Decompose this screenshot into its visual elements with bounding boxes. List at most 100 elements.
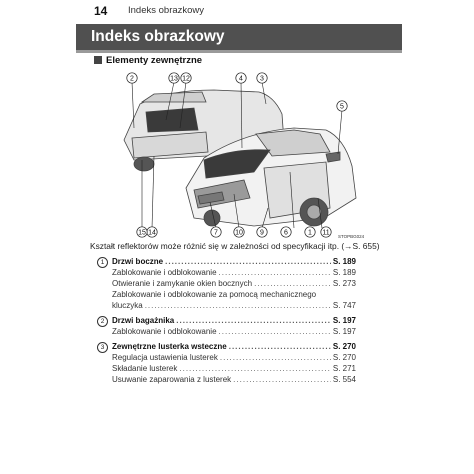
callout-number: 12 xyxy=(182,75,190,82)
callout-circle xyxy=(180,72,192,84)
running-header-title: Indeks obrazkowy xyxy=(128,5,205,16)
callout-number: 13 xyxy=(170,75,178,82)
sub-entry-row[interactable]: Zablokowanie i odblokowanie.............… xyxy=(94,326,356,337)
callout-15: 15 xyxy=(136,226,148,238)
callout-lines xyxy=(131,81,343,229)
callout-14: 14 xyxy=(146,226,158,238)
entry-title-row[interactable]: Zewnętrzne lusterka wsteczne............… xyxy=(94,341,356,352)
entry-page-ref: S. 189 xyxy=(332,257,356,266)
callout-number: 3 xyxy=(260,75,264,82)
callout-number: 1 xyxy=(308,229,312,236)
sub-entry-text: Otwieranie i zamykanie okien bocznych xyxy=(112,279,253,288)
callout-11: 11 xyxy=(320,226,332,238)
callout-9: 9 xyxy=(256,226,268,238)
callout-circle xyxy=(210,226,222,238)
callout-number: 10 xyxy=(235,229,243,236)
sub-entry-row[interactable]: kluczyka................................… xyxy=(94,300,356,311)
sub-entry-page-ref: S. 271 xyxy=(332,364,356,373)
sub-entry-text: Zablokowanie i odblokowanie xyxy=(112,327,217,336)
sub-entry-row[interactable]: Regulacja ustawienia lusterek...........… xyxy=(94,352,356,363)
leader-dots: ........................................… xyxy=(144,301,331,310)
entry-title-row[interactable]: Drzwi boczne............................… xyxy=(94,256,356,267)
leader-dots: ........................................… xyxy=(219,353,331,362)
section-title: Elementy zewnętrzne xyxy=(106,55,203,66)
callout-3: 3 xyxy=(256,72,268,84)
callout-number: 9 xyxy=(260,229,264,236)
sub-entry-text: kluczyka xyxy=(112,301,143,310)
chapter-title: Indeks obrazkowy xyxy=(91,28,225,45)
figure-code: STOPBG024 xyxy=(338,234,365,239)
sub-entry-text: Zablokowanie i odblokowanie za pomocą me… xyxy=(112,290,317,299)
sub-entry-page-ref: S. 189 xyxy=(332,268,356,277)
callout-circle xyxy=(336,100,348,112)
entry-title-row[interactable]: Drzwi bagażnika.........................… xyxy=(94,315,356,326)
sub-entry-page-ref: S. 554 xyxy=(332,375,356,384)
callout-circle xyxy=(233,226,245,238)
figure-caption: Kształt reflektorów może różnić się w za… xyxy=(90,241,380,251)
callout-circle xyxy=(136,226,148,238)
sub-entry-text: Składanie lusterek xyxy=(112,364,178,373)
leader-dots: ........................................… xyxy=(179,364,331,373)
sub-entry-page-ref: S. 273 xyxy=(332,279,356,288)
callout-circle xyxy=(320,226,332,238)
leader-dots: ........................................… xyxy=(176,316,331,325)
sub-entry-row[interactable]: Otwieranie i zamykanie okien bocznych...… xyxy=(94,278,356,289)
sub-entry-row[interactable]: Zablokowanie i odblokowanie.............… xyxy=(94,267,356,278)
entry-page-ref: S. 197 xyxy=(332,316,356,325)
callout-number: 2 xyxy=(130,75,134,82)
callout-circle xyxy=(235,72,247,84)
callout-number: 15 xyxy=(138,229,146,236)
callout-circle xyxy=(256,226,268,238)
leader-dots: ........................................… xyxy=(165,257,331,266)
leader-dots: ........................................… xyxy=(254,279,331,288)
callout-7: 7 xyxy=(210,226,222,238)
sub-entry-row[interactable]: Usuwanie zaparowania z lusterek.........… xyxy=(94,374,356,385)
sub-entry-text: Usuwanie zaparowania z lusterek xyxy=(112,375,232,384)
entry-number-icon: 2 xyxy=(97,316,108,327)
callout-13: 13 xyxy=(168,72,180,84)
section-bullet-icon xyxy=(94,56,102,64)
callout-5: 5 xyxy=(336,100,348,112)
callout-circle xyxy=(304,226,316,238)
entry-title: Drzwi boczne xyxy=(112,257,164,266)
section-heading: Elementy zewnętrzne xyxy=(94,55,202,66)
page-number: 14 xyxy=(94,4,108,18)
leader-dots: ........................................… xyxy=(218,327,331,336)
callout-number: 5 xyxy=(340,103,344,110)
callout-circle xyxy=(126,72,138,84)
chapter-banner: Indeks obrazkowy xyxy=(76,24,402,53)
callout-number: 14 xyxy=(148,229,156,236)
entry-title: Drzwi bagażnika xyxy=(112,316,175,325)
callout-circle xyxy=(168,72,180,84)
sub-entry-row[interactable]: Składanie lusterek......................… xyxy=(94,363,356,374)
entry-title: Zewnętrzne lusterka wsteczne xyxy=(112,342,227,351)
callout-circle xyxy=(256,72,268,84)
sub-entry-page-ref: S. 197 xyxy=(332,327,356,336)
callout-circle xyxy=(280,226,292,238)
sub-entry-row: Zablokowanie i odblokowanie za pomocą me… xyxy=(94,289,356,300)
front-car-drawing xyxy=(185,127,357,227)
entry-number-icon: 1 xyxy=(97,257,108,268)
sub-entry-text: Zablokowanie i odblokowanie xyxy=(112,268,217,277)
leader-dots: ........................................… xyxy=(228,342,331,351)
callout-1: 1 xyxy=(304,226,316,238)
callout-6: 6 xyxy=(280,226,292,238)
vehicle-illustration-svg xyxy=(123,81,357,229)
callout-number: 11 xyxy=(322,229,329,236)
callout-10: 10 xyxy=(233,226,245,238)
callout-4: 4 xyxy=(235,72,247,84)
callout-number: 7 xyxy=(214,229,218,236)
entry-page-ref: S. 270 xyxy=(332,342,356,351)
entry-number-icon: 3 xyxy=(97,342,108,353)
callout-number: 4 xyxy=(239,75,243,82)
callout-number: 6 xyxy=(284,229,288,236)
leader-dots: ........................................… xyxy=(218,268,331,277)
sub-entry-text: Regulacja ustawienia lusterek xyxy=(112,353,218,362)
sub-entry-page-ref: S. 270 xyxy=(332,353,356,362)
